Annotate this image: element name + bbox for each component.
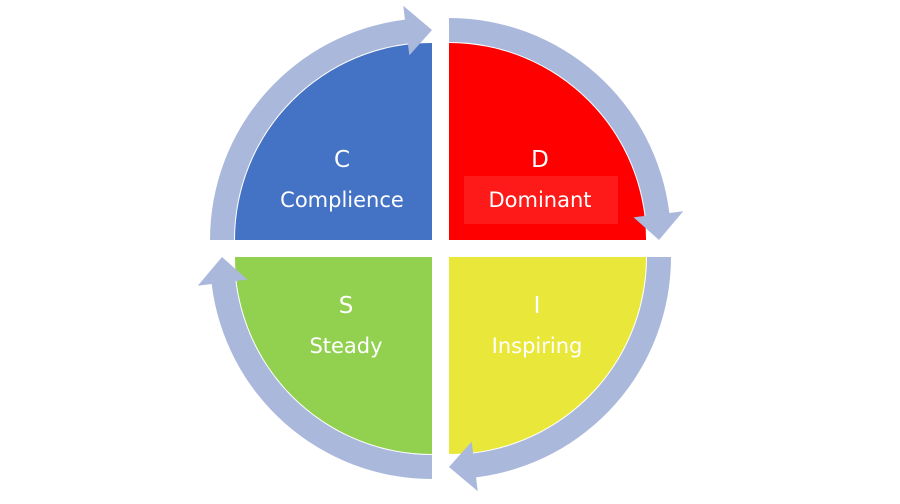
quadrant-label-i: Inspiring	[492, 334, 583, 358]
cycle-arrow-s	[197, 257, 432, 479]
quadrant-letter-c: C	[334, 147, 350, 173]
quadrant-s	[235, 257, 432, 454]
quadrant-letter-s: S	[339, 293, 354, 319]
quadrant-i	[449, 257, 646, 454]
quadrant-label-d: Dominant	[488, 188, 591, 212]
quadrant-label-c: Complience	[280, 188, 404, 212]
cycle-arrow-c	[210, 5, 432, 240]
quadrant-label-s: Steady	[309, 334, 382, 358]
dominant-label-highlight	[464, 176, 618, 224]
quadrant-letter-i: I	[534, 293, 541, 319]
quadrant-c	[235, 43, 432, 240]
quadrant-letter-d: D	[531, 147, 549, 173]
cycle-arrow-d	[449, 18, 684, 240]
cycle-arrow-i	[449, 257, 671, 492]
